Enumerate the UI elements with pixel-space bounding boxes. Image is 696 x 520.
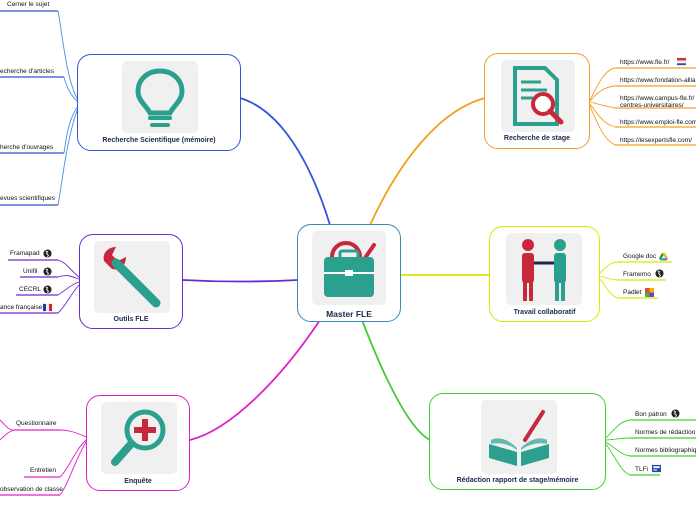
node-title: Outils FLE	[113, 316, 149, 323]
leaf-normes-redaction[interactable]: Normes de rédaction	[635, 429, 696, 436]
handshake-icon	[506, 233, 582, 305]
globe-icon	[671, 409, 680, 418]
node-title: Travail collaboratif	[513, 309, 576, 316]
leaf-questionnaire[interactable]: Questionnaire	[16, 420, 57, 427]
leaf-revues-scientifiques[interactable]: evues scientifiques	[0, 195, 55, 202]
leaf-tlfi[interactable]: TLFi	[635, 466, 648, 473]
padlet-icon	[645, 288, 654, 297]
node-redaction[interactable]: Rédaction rapport de stage/mémoire	[429, 393, 606, 490]
central-node[interactable]: Master FLE	[297, 224, 401, 322]
leaf-framemo[interactable]: Framemo	[623, 271, 651, 278]
leaf-recherche-articles[interactable]: echerche d'articles	[0, 68, 54, 75]
google-drive-icon	[659, 252, 668, 261]
magnifier-plus-icon	[101, 402, 177, 474]
node-travail-collaboratif[interactable]: Travail collaboratif	[489, 226, 600, 322]
leaf-entretien[interactable]: Entretien	[30, 467, 57, 474]
node-title: Enquête	[124, 478, 152, 485]
open-book-icon	[481, 400, 557, 474]
leaf-normes-bibliographique[interactable]: Normes bibliographique	[635, 447, 696, 454]
lightbulb-icon	[122, 61, 198, 133]
leaf-link-lesexpertsfle[interactable]: https://lesexpertsfle.com/	[620, 137, 692, 144]
leaf-link-fondation-alliance[interactable]: https://www.fondation-allia	[620, 77, 696, 84]
leaf-unifil[interactable]: Unifil	[23, 268, 38, 275]
central-title: Master FLE	[326, 309, 372, 319]
leaf-cecrl[interactable]: CECRL	[19, 286, 42, 293]
leaf-cerner-sujet[interactable]: Cerner le sujet	[7, 1, 50, 8]
node-enquete[interactable]: Enquête	[86, 395, 190, 491]
leaf-framapad[interactable]: Framapad	[10, 250, 40, 257]
leaf-link-campus-fle[interactable]: https://www.campus-fle.fr/	[620, 95, 695, 102]
leaf-link-campus-fle-cont[interactable]: centres-universitaires/	[620, 102, 684, 109]
leaf-alliance-francaise[interactable]: ance française	[0, 304, 43, 311]
node-title: Rédaction rapport de stage/mémoire	[456, 477, 579, 484]
document-search-icon	[501, 60, 575, 132]
leaf-bon-patron[interactable]: Bon patron	[635, 411, 667, 418]
tlfi-icon	[652, 464, 661, 473]
node-recherche-scientifique[interactable]: Recherche Scientifique (mémoire)	[77, 54, 241, 151]
leaf-google-doc[interactable]: Google doc	[623, 253, 657, 260]
briefcase-icon	[312, 231, 386, 305]
node-title: Recherche de stage	[503, 135, 571, 142]
globe-icon	[43, 285, 52, 294]
node-recherche-stage[interactable]: Recherche de stage	[484, 53, 590, 149]
leaf-link-emploi-fle[interactable]: https://www.emploi-fle.com	[620, 119, 696, 126]
globe-icon	[43, 249, 52, 258]
leaf-observation-classe[interactable]: observation de classe	[0, 486, 63, 493]
globe-icon	[655, 269, 664, 278]
leaf-link-fle[interactable]: https://www.fle.fr/	[620, 59, 670, 66]
flag-icon	[43, 303, 52, 312]
wrench-icon	[94, 241, 170, 313]
flag-icon	[677, 57, 686, 66]
node-title: Recherche Scientifique (mémoire)	[102, 137, 216, 144]
globe-icon	[43, 267, 52, 276]
leaf-padlet[interactable]: Padlet	[623, 289, 642, 296]
node-outils-fle[interactable]: Outils FLE	[79, 234, 183, 329]
leaf-recherche-ouvrages[interactable]: herche d'ouvrages	[0, 144, 54, 151]
